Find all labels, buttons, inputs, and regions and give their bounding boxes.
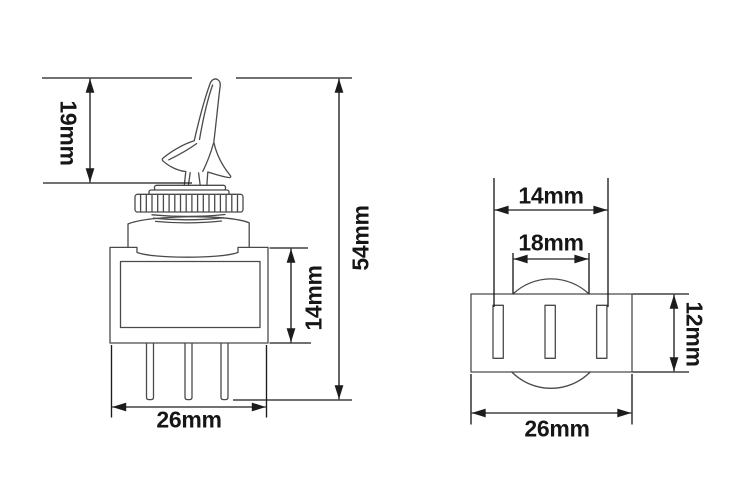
dim-label-body-width-top: 26mm — [524, 415, 590, 442]
dim-label-overall-height: 54mm — [347, 205, 374, 271]
dim-label-bushing-width: 18mm — [518, 229, 584, 256]
bushing-circle-top-arc — [512, 278, 590, 295]
terminal-slot-left — [492, 304, 504, 359]
dim-label-body-height: 14mm — [300, 265, 327, 331]
bushing-circle-bottom-arc — [511, 371, 591, 389]
dim-label-terminal-span: 14mm — [518, 182, 584, 209]
toggle-lever — [161, 78, 232, 187]
toggle-lever-detail-lines — [168, 84, 215, 187]
extension-lines-side — [42, 77, 352, 418]
terminal-slot-right — [595, 304, 608, 359]
dim-label-body-width-side: 26mm — [156, 406, 222, 433]
dim-label-body-depth: 12mm — [681, 301, 708, 367]
terminal-pins-side — [145, 342, 229, 401]
extension-lines-top — [470, 178, 689, 425]
side-view — [42, 77, 352, 418]
collar-cylinder — [127, 216, 250, 249]
dim-label-lever-height: 19mm — [55, 100, 82, 166]
terminal-slot-middle — [544, 304, 556, 359]
knurled-nut — [134, 193, 244, 213]
top-view — [470, 178, 689, 425]
knurled-nut-knurling — [139, 194, 239, 212]
switch-body-top-outline — [470, 293, 633, 373]
switch-body-inner-face — [119, 260, 261, 329]
threaded-bushing — [151, 213, 226, 224]
switch-body-outline — [109, 246, 269, 344]
